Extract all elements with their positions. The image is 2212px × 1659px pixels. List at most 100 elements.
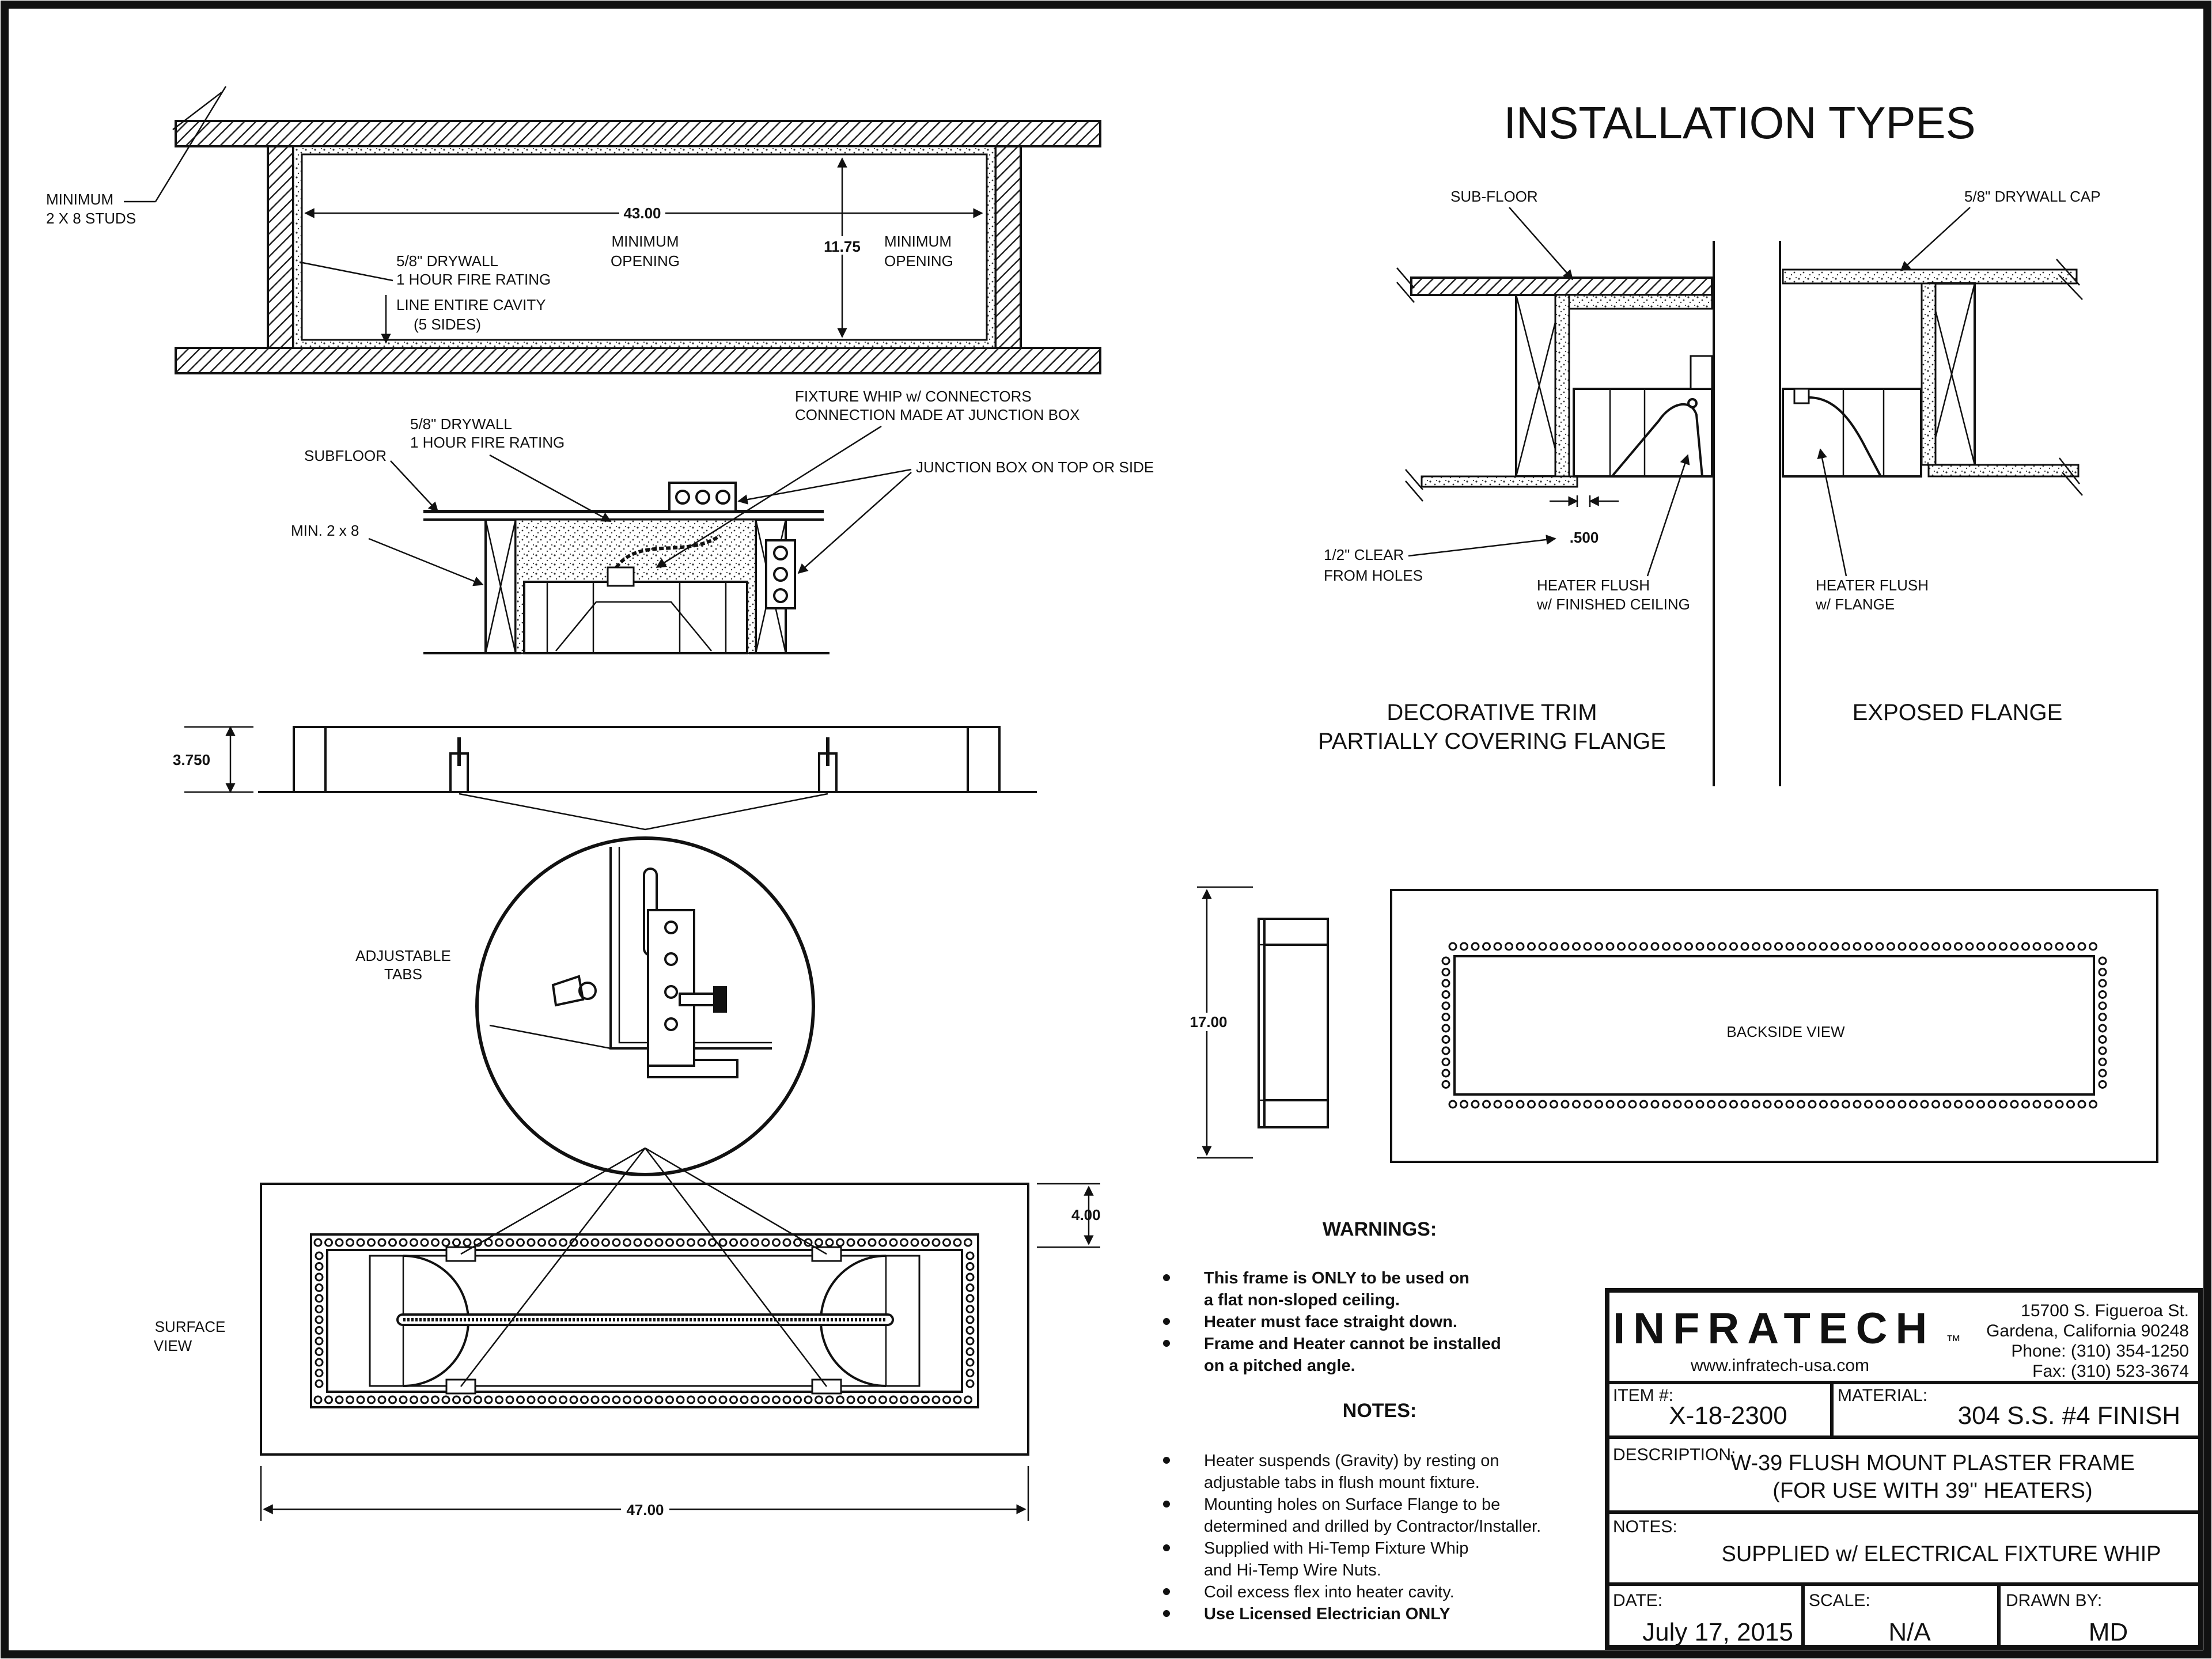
mounting-hole [2098, 1001, 2107, 1010]
mounting-hole [751, 1238, 759, 1247]
mounting-hole [601, 1238, 610, 1247]
mounting-hole [2055, 1100, 2064, 1109]
mounting-hole [335, 1395, 344, 1404]
mounting-hole [1718, 1100, 1727, 1109]
mounting-hole [965, 1305, 975, 1313]
scale-label: SCALE: [1809, 1591, 1870, 1610]
drawn-by-value: MD [2089, 1618, 2128, 1646]
note-item: and Hi-Temp Wire Nuts. [1204, 1561, 1381, 1580]
mounting-hole [1864, 942, 1873, 951]
mounting-hole [2089, 942, 2097, 951]
mounting-hole [1954, 942, 1963, 951]
mounting-hole [1639, 1100, 1648, 1109]
mounting-hole [1707, 1100, 1715, 1109]
mounting-hole [931, 1395, 941, 1404]
section-drywall-rating: 1 HOUR FIRE RATING [410, 434, 565, 451]
mounting-hole [388, 1395, 397, 1404]
mounting-hole [1830, 1100, 1839, 1109]
tabs-label: ADJUSTABLE [355, 947, 451, 964]
mounting-hole [740, 1395, 749, 1404]
mounting-hole [965, 1326, 975, 1335]
warnings-section: WARNINGS: This frame is ONLY to be used … [1163, 1218, 1501, 1375]
mounting-hole [1471, 1100, 1480, 1109]
mounting-hole [367, 1238, 376, 1247]
mounting-hole [1920, 1100, 1929, 1109]
mounting-hole [1797, 1100, 1805, 1109]
mounting-hole [1482, 1100, 1491, 1109]
surface-width-dim: 47.00 [626, 1501, 664, 1518]
bottom-joist [175, 347, 1101, 374]
mounting-hole [1527, 942, 1536, 951]
mounting-hole [1527, 1100, 1536, 1109]
right-stud [994, 145, 1022, 349]
mounting-hole [857, 1395, 866, 1404]
mounting-hole [324, 1395, 333, 1404]
mounting-hole [1441, 1080, 1450, 1089]
mounting-hole [1740, 1100, 1749, 1109]
mounting-hole [315, 1336, 324, 1346]
page-title: INSTALLATION TYPES [1503, 97, 1975, 148]
mounting-hole [1774, 1100, 1783, 1109]
mounting-hole [484, 1395, 493, 1404]
mounting-hole [527, 1238, 536, 1247]
mounting-hole [1987, 1100, 1997, 1109]
mounting-hole [965, 1294, 975, 1303]
mounting-hole [740, 1238, 749, 1247]
flush-ceiling-label: HEATER FLUSH [1537, 577, 1650, 594]
mounting-hole [708, 1395, 717, 1404]
bullet-icon [1163, 1457, 1170, 1464]
date-value: July 17, 2015 [1642, 1618, 1793, 1646]
mounting-hole [921, 1238, 930, 1247]
mounting-hole [1550, 1100, 1558, 1109]
mounting-hole [654, 1395, 664, 1404]
mounting-hole [687, 1395, 695, 1404]
caption-decorative-trim: DECORATIVE TRIM [1387, 700, 1597, 725]
warning-item: Frame and Heater cannot be installed [1204, 1335, 1501, 1353]
mounting-hole [965, 1369, 975, 1377]
fax: Fax: (310) 523-3674 [2032, 1362, 2189, 1381]
mounting-hole [1583, 942, 1592, 951]
mounting-hole [654, 1238, 664, 1247]
studs-label: MINIMUM [46, 191, 113, 208]
mounting-hole [537, 1238, 546, 1247]
mounting-hole [1808, 942, 1817, 951]
mounting-hole [965, 1315, 975, 1324]
mounting-hole [665, 1395, 674, 1404]
mounting-hole [857, 1238, 866, 1247]
mounting-hole [1594, 1100, 1603, 1109]
mounting-hole [804, 1395, 813, 1404]
mounting-hole [846, 1395, 855, 1404]
mounting-hole [420, 1395, 429, 1404]
item-label: ITEM #: [1613, 1386, 1673, 1405]
notes-value: SUPPLIED w/ ELECTRICAL FIXTURE WHIP [1722, 1542, 2161, 1566]
mounting-hole [559, 1395, 567, 1404]
mounting-hole [1999, 942, 2008, 951]
mounting-hole [590, 1395, 600, 1404]
mounting-hole [1785, 942, 1794, 951]
mounting-hole [569, 1395, 578, 1404]
phone: Phone: (310) 354-1250 [2011, 1342, 2189, 1361]
mounting-hole [1662, 1100, 1671, 1109]
mounting-hole [516, 1395, 525, 1404]
mounting-hole [2098, 1046, 2107, 1055]
cavity-width-dim: 43.00 [623, 204, 661, 222]
line-cavity-label: LINE ENTIRE CAVITY [396, 296, 546, 313]
mounting-hole [793, 1238, 802, 1247]
side-view: 3.750 [173, 726, 1037, 831]
mounting-hole [315, 1251, 324, 1260]
mounting-hole [324, 1238, 333, 1247]
min-opening-label-1: MINIMUM [612, 233, 679, 250]
mounting-hole [1441, 1058, 1450, 1066]
description-line-1: W-39 FLUSH MOUNT PLASTER FRAME [1730, 1451, 2135, 1475]
mounting-hole [1441, 956, 1450, 965]
mounting-hole [1819, 1100, 1828, 1109]
note-item: Coil excess flex into heater cavity. [1204, 1583, 1455, 1601]
mounting-hole [2098, 1080, 2107, 1089]
mounting-hole [772, 1395, 781, 1404]
mounting-hole [1819, 942, 1828, 951]
min-studs-label: MIN. 2 x 8 [291, 522, 359, 539]
mounting-hole [1550, 942, 1558, 951]
mounting-hole [1572, 1100, 1581, 1109]
mounting-hole [1448, 942, 1457, 951]
warnings-heading: WARNINGS: [1323, 1218, 1437, 1240]
